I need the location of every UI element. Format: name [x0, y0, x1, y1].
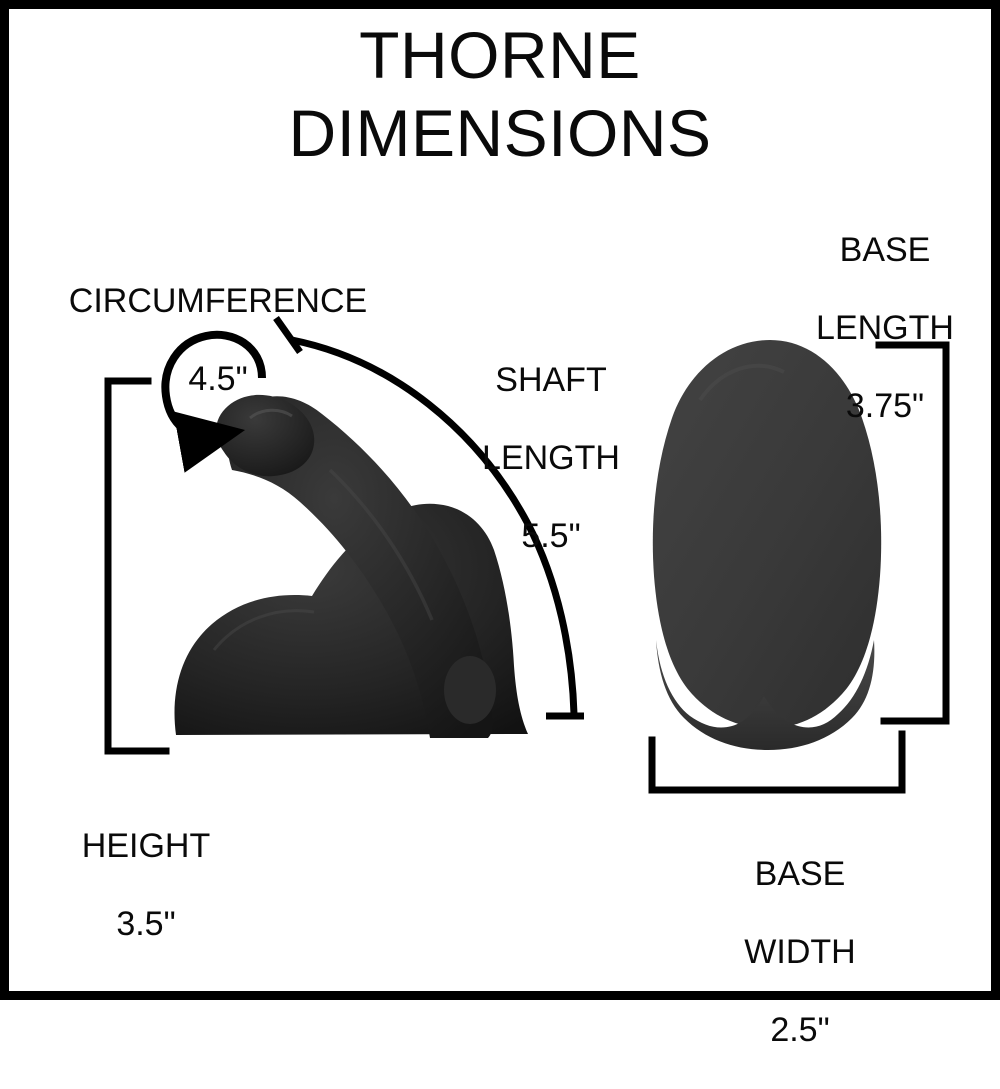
- circumference-name: CIRCUMFERENCE: [68, 282, 368, 320]
- measurement-label-base-width: BASE WIDTH 2.5": [678, 816, 922, 1089]
- shaft-length-value: 5.5": [521, 517, 581, 555]
- page-title: THORNE DIMENSIONS: [0, 16, 1000, 172]
- base-width-bracket: [648, 730, 906, 794]
- product-side-highlight-tip: [249, 408, 293, 420]
- product-side-view-image: [174, 394, 528, 738]
- base-length-name-line-2: LENGTH: [816, 309, 954, 347]
- measurement-label-shaft-length: SHAFT LENGTH 5.5": [448, 322, 654, 595]
- base-width-name-line-2: WIDTH: [744, 933, 856, 971]
- page-title-line-1: THORNE: [359, 18, 641, 92]
- measurement-label-base-length: BASE LENGTH 3.75": [778, 192, 992, 465]
- base-width-name-line-1: BASE: [754, 855, 846, 893]
- shaft-length-arc: [273, 315, 584, 720]
- product-side-highlight-base: [212, 609, 315, 651]
- measurement-label-circumference: CIRCUMFERENCE 4.5": [28, 243, 408, 438]
- base-length-name-line-1: BASE: [839, 231, 931, 269]
- product-side-base-lobe: [444, 656, 496, 724]
- shaft-length-name-line-1: SHAFT: [495, 361, 607, 399]
- height-name: HEIGHT: [81, 827, 211, 865]
- measurement-label-height: HEIGHT 3.5": [22, 788, 270, 983]
- diagram-artwork: [104, 315, 950, 794]
- product-top-view-image: [652, 340, 882, 750]
- product-top-highlight: [698, 363, 785, 402]
- base-length-bracket: [875, 341, 950, 725]
- shaft-length-tick-start: [273, 315, 303, 355]
- page-title-line-2: DIMENSIONS: [288, 96, 712, 170]
- height-value: 3.5": [116, 905, 176, 943]
- base-width-value: 2.5": [770, 1011, 830, 1049]
- product-top-outline: [652, 340, 882, 728]
- shaft-length-name-line-2: LENGTH: [482, 439, 620, 477]
- base-length-value: 3.75": [845, 387, 925, 425]
- height-bracket: [104, 377, 170, 755]
- product-top-rim: [656, 640, 875, 750]
- circumference-value: 4.5": [188, 360, 248, 398]
- product-side-highlight-shaft: [328, 468, 434, 621]
- product-side-shaft: [227, 396, 493, 738]
- circumference-arrow: [161, 330, 266, 473]
- dimensions-infographic: THORNE DIMENSIONS: [0, 0, 1000, 1049]
